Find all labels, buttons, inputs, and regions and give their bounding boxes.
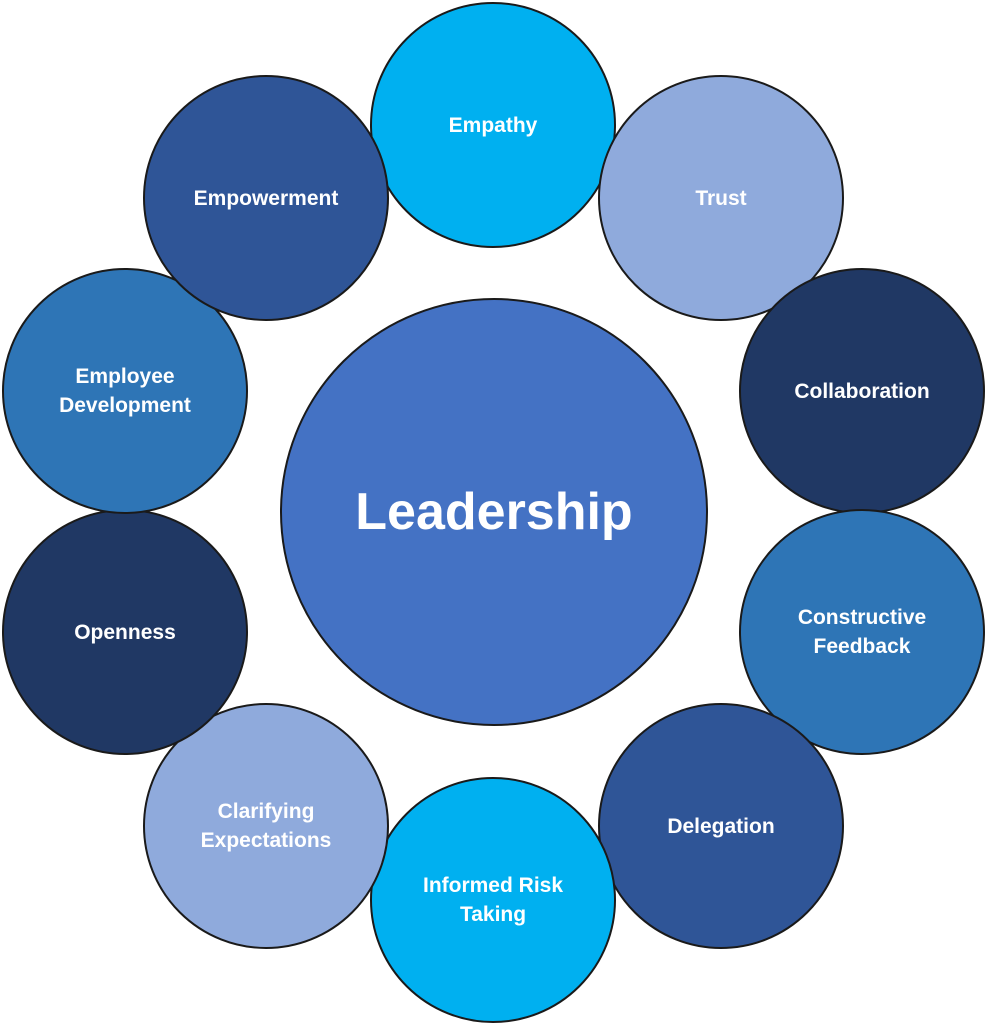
center-label: Leadership — [355, 483, 633, 541]
circle-openness: Openness — [2, 509, 248, 755]
circle-clarifying-expectations: Clarifying Expectations — [143, 703, 389, 949]
circle-delegation: Delegation — [598, 703, 844, 949]
circle-informed-risk-taking: Informed Risk Taking — [370, 777, 616, 1023]
circle-label: Empowerment — [193, 186, 339, 210]
circle-label: Constructive Feedback — [797, 606, 927, 658]
center-circle-leadership: Leadership — [280, 298, 708, 726]
circle-collaboration: Collaboration — [739, 268, 985, 514]
circle-label: Employee Development — [59, 365, 191, 417]
circle-label: Collaboration — [794, 379, 930, 403]
circle-label: Informed Risk Taking — [422, 874, 564, 926]
circle-label: Empathy — [448, 113, 538, 137]
circle-label: Delegation — [667, 814, 775, 838]
circle-trust: Trust — [598, 75, 844, 321]
circle-constructive-feedback: Constructive Feedback — [739, 509, 985, 755]
circle-label: Openness — [74, 620, 176, 644]
circle-label: Trust — [695, 186, 747, 210]
circle-employee-development: Employee Development — [2, 268, 248, 514]
circle-label: Clarifying Expectations — [200, 800, 332, 852]
circle-empathy: Empathy — [370, 2, 616, 248]
circle-empowerment: Empowerment — [143, 75, 389, 321]
